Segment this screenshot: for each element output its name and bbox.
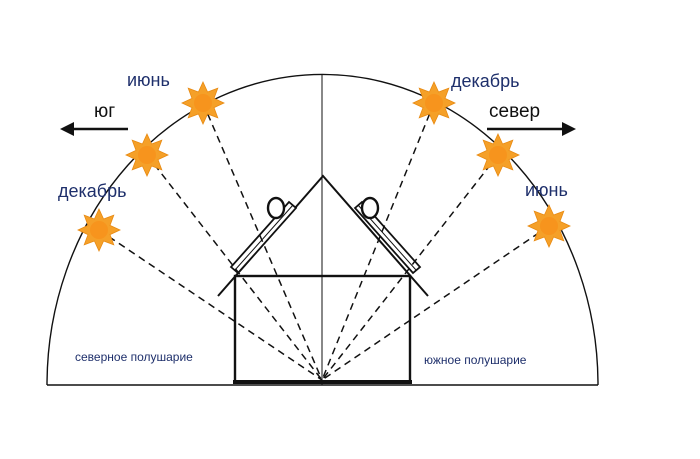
- storage-tank-icon: [266, 196, 286, 220]
- sky-arc: [46, 73, 599, 386]
- sun-rays: [98, 102, 550, 381]
- label-south: юг: [94, 101, 116, 122]
- ray-june-left: [202, 102, 323, 381]
- sun-icon: [77, 208, 121, 252]
- label-southern-hemisphere: южное полушарие: [424, 353, 527, 367]
- label-june-right: июнь: [525, 180, 568, 200]
- ray-june-right: [321, 225, 550, 381]
- label-northern-hemisphere: северное полушарие: [75, 350, 193, 364]
- sun-icon: [125, 133, 169, 177]
- ray-december-right: [321, 102, 435, 381]
- sun-icon: [181, 81, 225, 125]
- sun-icon: [527, 204, 571, 248]
- label-north: север: [489, 101, 541, 122]
- arrow-right-icon: [562, 122, 576, 136]
- arrow-north: [487, 122, 576, 136]
- sun-icon: [476, 133, 520, 177]
- solar-collector-left: [229, 196, 298, 275]
- label-june-left: июнь: [127, 70, 170, 90]
- arrow-left-icon: [60, 122, 74, 136]
- arrow-south: [60, 122, 128, 136]
- label-december-left: декабрь: [58, 181, 127, 201]
- solar-collector-right: [353, 196, 422, 275]
- label-december-right: декабрь: [451, 71, 520, 91]
- sun-icon: [412, 81, 456, 125]
- storage-tank-icon: [360, 196, 380, 220]
- ray-december-left: [98, 229, 323, 381]
